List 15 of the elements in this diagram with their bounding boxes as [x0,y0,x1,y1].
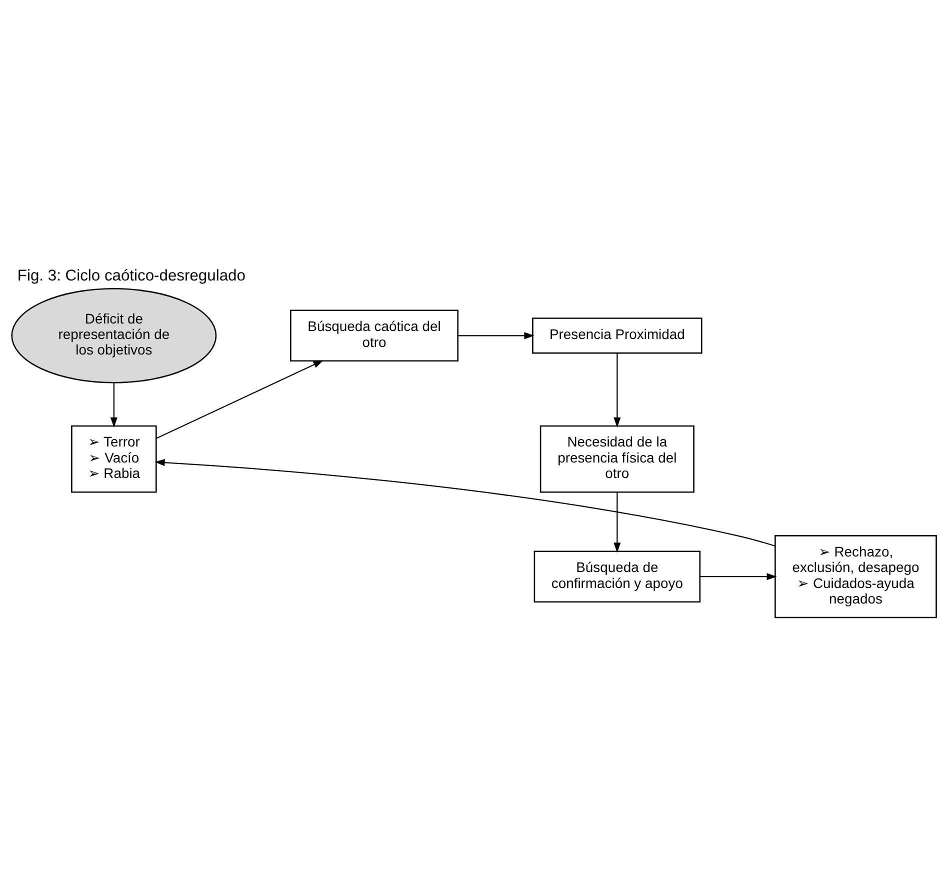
arrow [700,572,777,580]
node-box: ➢ Terror ➢ Vacío ➢ Rabia [71,424,157,492]
node-box: Búsqueda de confirmación y apoyo [534,550,701,602]
node-box: ➢ Rechazo, exclusión, desapego ➢ Cuidados-ayuda negados [774,534,937,618]
arrow [614,352,621,427]
node-box: Necesidad de la presencia física del otro [540,424,694,492]
arrow [156,360,324,438]
arrow [110,382,118,427]
node-ellipse: Déficit de representación de los objetivos [11,288,217,383]
arrow [458,332,534,339]
diagram-title: Fig. 3: Ciclo caótico-desregulado [17,267,246,284]
arrow [614,492,621,552]
node-box: Búsqueda caótica del otro [290,309,458,362]
arrow [154,458,776,546]
node-box: Presencia Proximidad [532,317,702,354]
